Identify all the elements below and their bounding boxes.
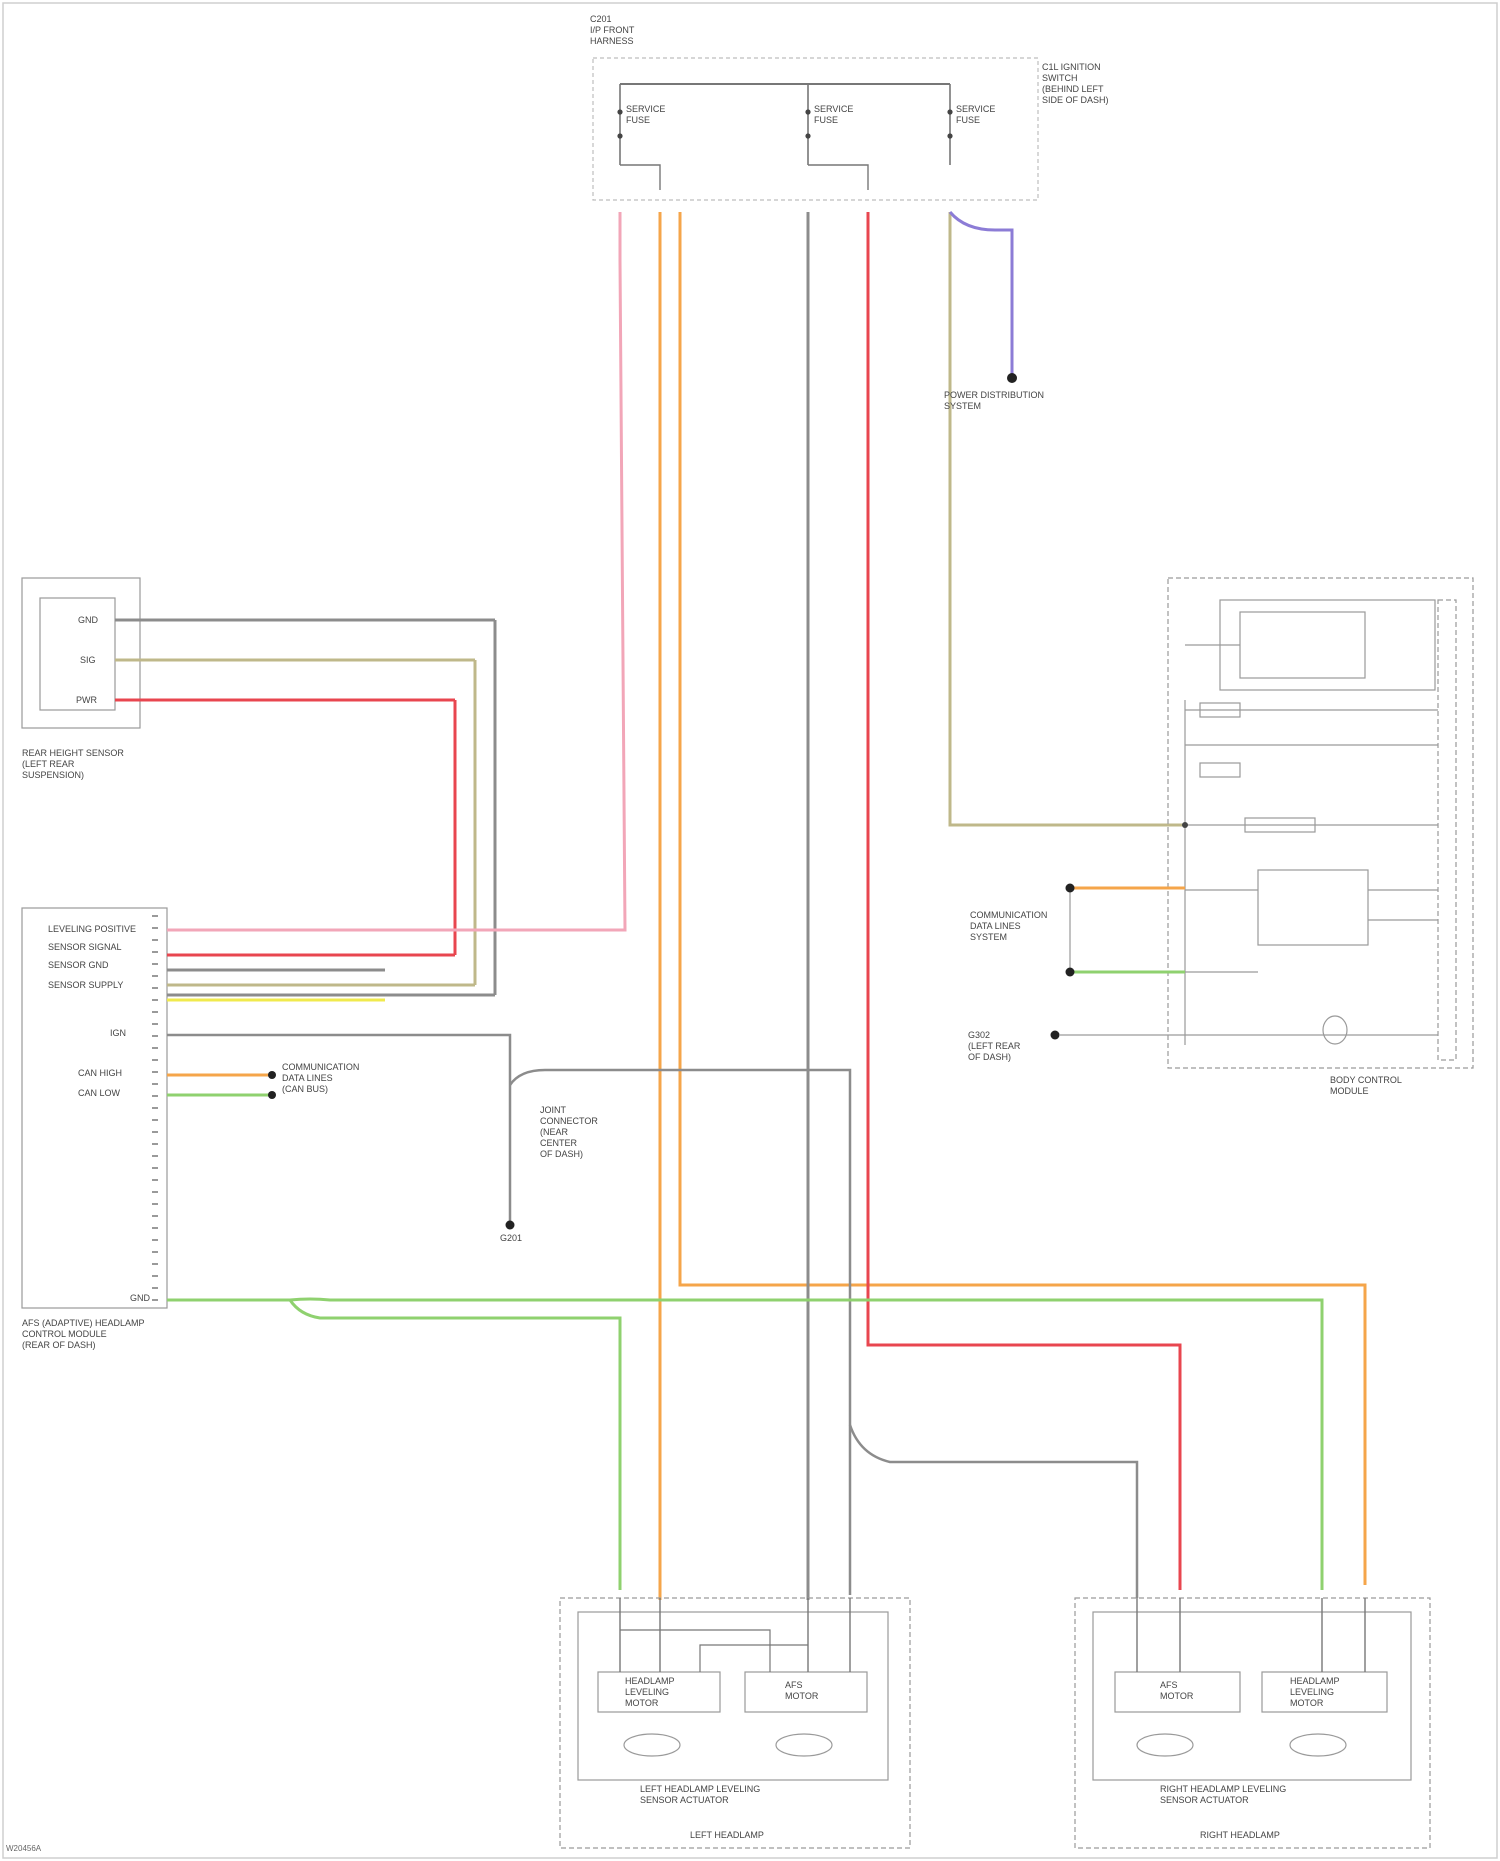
right-motor-b-label: HEADLAMP LEVELING MOTOR xyxy=(1290,1676,1340,1709)
body-ground-label: G302 (LEFT REAR OF DASH) xyxy=(968,1030,1020,1063)
top-connector-label: C201 I/P FRONT HARNESS xyxy=(590,14,634,47)
body-module-label: BODY CONTROL MODULE xyxy=(1330,1075,1402,1097)
ground-terminal xyxy=(1007,373,1017,383)
right-assembly-label: RIGHT HEADLAMP LEVELING SENSOR ACTUATOR xyxy=(1160,1784,1286,1806)
power-distribution-label: POWER DISTRIBUTION SYSTEM xyxy=(944,390,1044,412)
left-headlamp-label: LEFT HEADLAMP xyxy=(690,1830,764,1841)
module-pin-sensor-supply: SENSOR SUPPLY xyxy=(48,980,123,991)
afs-module-label: AFS (ADAPTIVE) HEADLAMP CONTROL MODULE (… xyxy=(22,1318,145,1351)
ignition-switch-label: C1L IGNITION SWITCH (BEHIND LEFT SIDE OF… xyxy=(1042,62,1109,106)
sensor-pin-gnd: GND xyxy=(78,615,98,626)
splice-label: JOINT CONNECTOR (NEAR CENTER OF DASH) xyxy=(540,1105,598,1160)
right-headlamp-label: RIGHT HEADLAMP xyxy=(1200,1830,1280,1841)
fuse-label-2: SERVICE FUSE xyxy=(814,104,853,126)
module-pin-can-low: CAN LOW xyxy=(78,1088,120,1099)
rear-sensor-label: REAR HEIGHT SENSOR (LEFT REAR SUSPENSION… xyxy=(22,748,124,781)
can-bus-label: COMMUNICATION DATA LINES SYSTEM xyxy=(970,910,1047,943)
module-pin-ign: IGN xyxy=(110,1028,126,1039)
module-pin-leveling: LEVELING POSITIVE xyxy=(48,924,136,935)
left-motor-a-label: HEADLAMP LEVELING MOTOR xyxy=(625,1676,675,1709)
module-pin-can-high: CAN HIGH xyxy=(78,1068,122,1079)
sensor-pin-sig: SIG xyxy=(80,655,96,666)
ground-terminal xyxy=(506,1221,515,1230)
left-assembly-label: LEFT HEADLAMP LEVELING SENSOR ACTUATOR xyxy=(640,1784,760,1806)
can-note-label: COMMUNICATION DATA LINES (CAN BUS) xyxy=(282,1062,359,1095)
module-pin-sensor-gnd: SENSOR GND xyxy=(48,960,109,971)
fuse-label-3: SERVICE FUSE xyxy=(956,104,995,126)
left-motor-b-label: AFS MOTOR xyxy=(785,1680,818,1702)
ground-label: G201 xyxy=(500,1233,522,1244)
diagram-id: W20456A xyxy=(6,1844,41,1853)
sensor-pin-pwr: PWR xyxy=(76,695,97,706)
fuse-label-1: SERVICE FUSE xyxy=(626,104,665,126)
ground-terminal xyxy=(1051,1031,1060,1040)
module-pin-signal: SENSOR SIGNAL xyxy=(48,942,122,953)
module-pin-gnd: GND xyxy=(130,1293,150,1304)
right-motor-a-label: AFS MOTOR xyxy=(1160,1680,1193,1702)
